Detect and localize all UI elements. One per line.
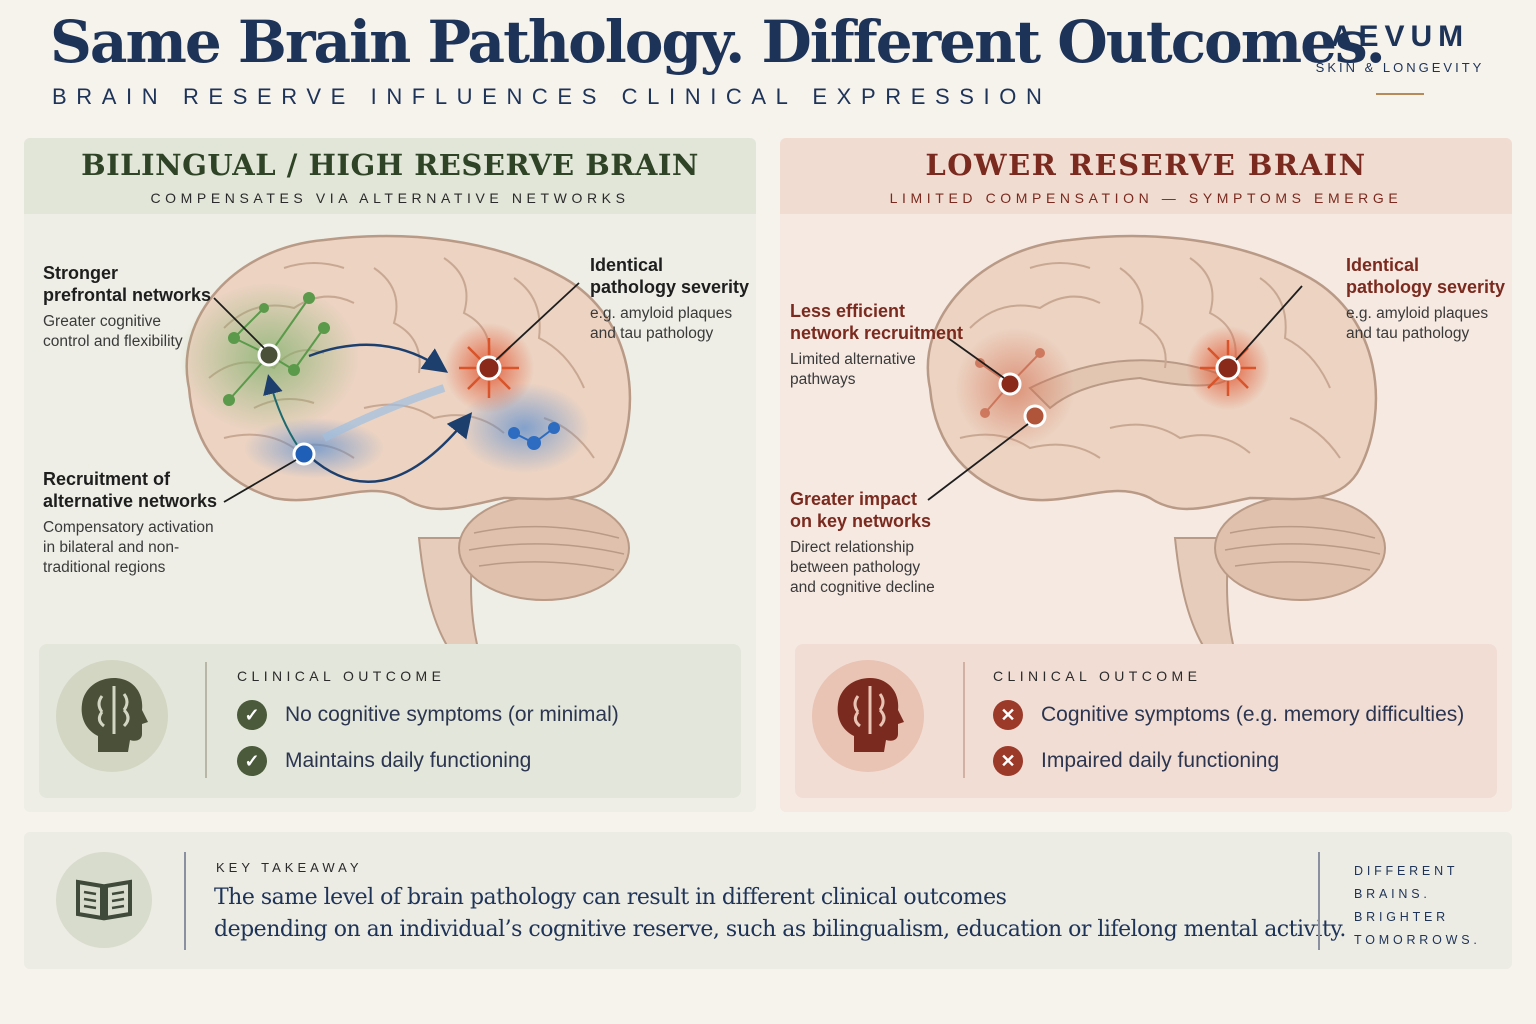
check-icon: ✓ [237,746,267,776]
arrow-alternative-to-pathology [308,412,473,484]
high-reserve-header: BILINGUAL / HIGH RESERVE BRAIN COMPENSAT… [24,138,756,214]
annotation-impact: Greater impact on key networks Direct re… [790,488,935,598]
outcome-item: ✕ Impaired daily functioning [993,746,1279,776]
head-profile-icon [56,660,168,772]
low-reserve-subtitle: LIMITED COMPENSATION — SYMPTOMS EMERGE [889,190,1403,206]
annotation-impact-title: Greater impact on key networks [790,489,932,531]
annotation-pathology: Identical pathology severity e.g. amyloi… [1346,254,1505,344]
arrow-light-band [322,384,446,442]
low-reserve-outcome: CLINICAL OUTCOME ✕ Cognitive symptoms (e… [795,644,1497,798]
prefrontal-node [257,343,281,367]
annotation-recruitment: Recruitment of alternative networks Comp… [43,468,217,578]
slogan: DIFFERENT BRAINS. BRIGHTER TOMORROWS. [1354,864,1481,947]
high-reserve-title: BILINGUAL / HIGH RESERVE BRAIN [81,148,699,182]
takeaway-divider [184,852,186,950]
annotation-prefrontal-title: Stronger prefrontal networks [43,263,212,305]
pathology-marker [476,355,502,381]
brand-tagline: SKIN & LONGEVITY [1315,60,1485,75]
annotation-network-recruitment-title: Less efficient network recruitment [790,301,964,343]
open-book-icon [56,852,152,948]
annotation-impact-desc: Direct relationship between pathology an… [790,539,935,596]
takeaway-label: KEY TAKEAWAY [216,860,363,875]
arrow-alternative-up [263,374,300,449]
pathology-marker [1215,355,1241,381]
brand-name: AEVUM [1330,20,1470,53]
page-title: Same Brain Pathology. Different Outcomes… [50,8,1386,76]
annotation-pathology-title: Identical pathology severity [1346,255,1506,297]
high-reserve-brain-illustration [179,234,632,669]
annotation-recruitment-title: Recruitment of alternative networks [43,469,218,511]
slogan-divider [1318,852,1320,950]
outcome-divider [205,662,207,778]
x-icon: ✕ [993,700,1023,730]
annotation-prefrontal: Stronger prefrontal networks Greater cog… [43,262,211,352]
high-reserve-subtitle: COMPENSATES VIA ALTERNATIVE NETWORKS [150,190,630,206]
high-reserve-outcome: CLINICAL OUTCOME ✓ No cognitive symptoms… [39,644,741,798]
impact-node [1023,404,1047,428]
key-takeaway-box: KEY TAKEAWAY The same level of brain pat… [24,832,1512,969]
annotation-network-recruitment: Less efficient network recruitment Limit… [790,300,963,390]
low-reserve-title: LOWER RESERVE BRAIN [925,148,1367,182]
takeaway-text: The same level of brain pathology can re… [214,885,1346,942]
x-icon: ✕ [993,746,1023,776]
low-reserve-panel: LOWER RESERVE BRAIN LIMITED COMPENSATION… [780,138,1512,812]
arrow-prefrontal-to-pathology [308,343,449,373]
page-subtitle: BRAIN RESERVE INFLUENCES CLINICAL EXPRES… [52,84,1052,109]
outcome-divider [963,662,965,778]
alternative-node [292,442,316,466]
head-profile-icon [812,660,924,772]
annotation-network-recruitment-desc: Limited alternative pathways [790,351,916,388]
check-icon: ✓ [237,700,267,730]
annotation-recruitment-desc: Compensatory activation in bilateral and… [43,519,214,576]
outcome-label: CLINICAL OUTCOME [993,668,1202,684]
annotation-pathology-title: Identical pathology severity [590,255,750,297]
annotation-pathology-desc: e.g. amyloid plaques and tau pathology [590,305,733,342]
outcome-label: CLINICAL OUTCOME [237,668,446,684]
annotation-pathology: Identical pathology severity e.g. amyloi… [590,254,749,344]
high-reserve-panel: BILINGUAL / HIGH RESERVE BRAIN COMPENSAT… [24,138,756,812]
annotation-pathology-desc: e.g. amyloid plaques and tau pathology [1346,305,1489,342]
recruitment-node [998,372,1022,396]
low-reserve-header: LOWER RESERVE BRAIN LIMITED COMPENSATION… [780,138,1512,214]
outcome-item: ✕ Cognitive symptoms (e.g. memory diffic… [993,700,1464,730]
annotation-prefrontal-desc: Greater cognitive control and flexibilit… [43,313,183,350]
outcome-item: ✓ Maintains daily functioning [237,746,531,776]
low-reserve-brain-illustration [926,234,1386,669]
brand-logo: AEVUM SKIN & LONGEVITY [1300,20,1500,95]
brand-divider [1376,93,1424,95]
outcome-item: ✓ No cognitive symptoms (or minimal) [237,700,619,730]
